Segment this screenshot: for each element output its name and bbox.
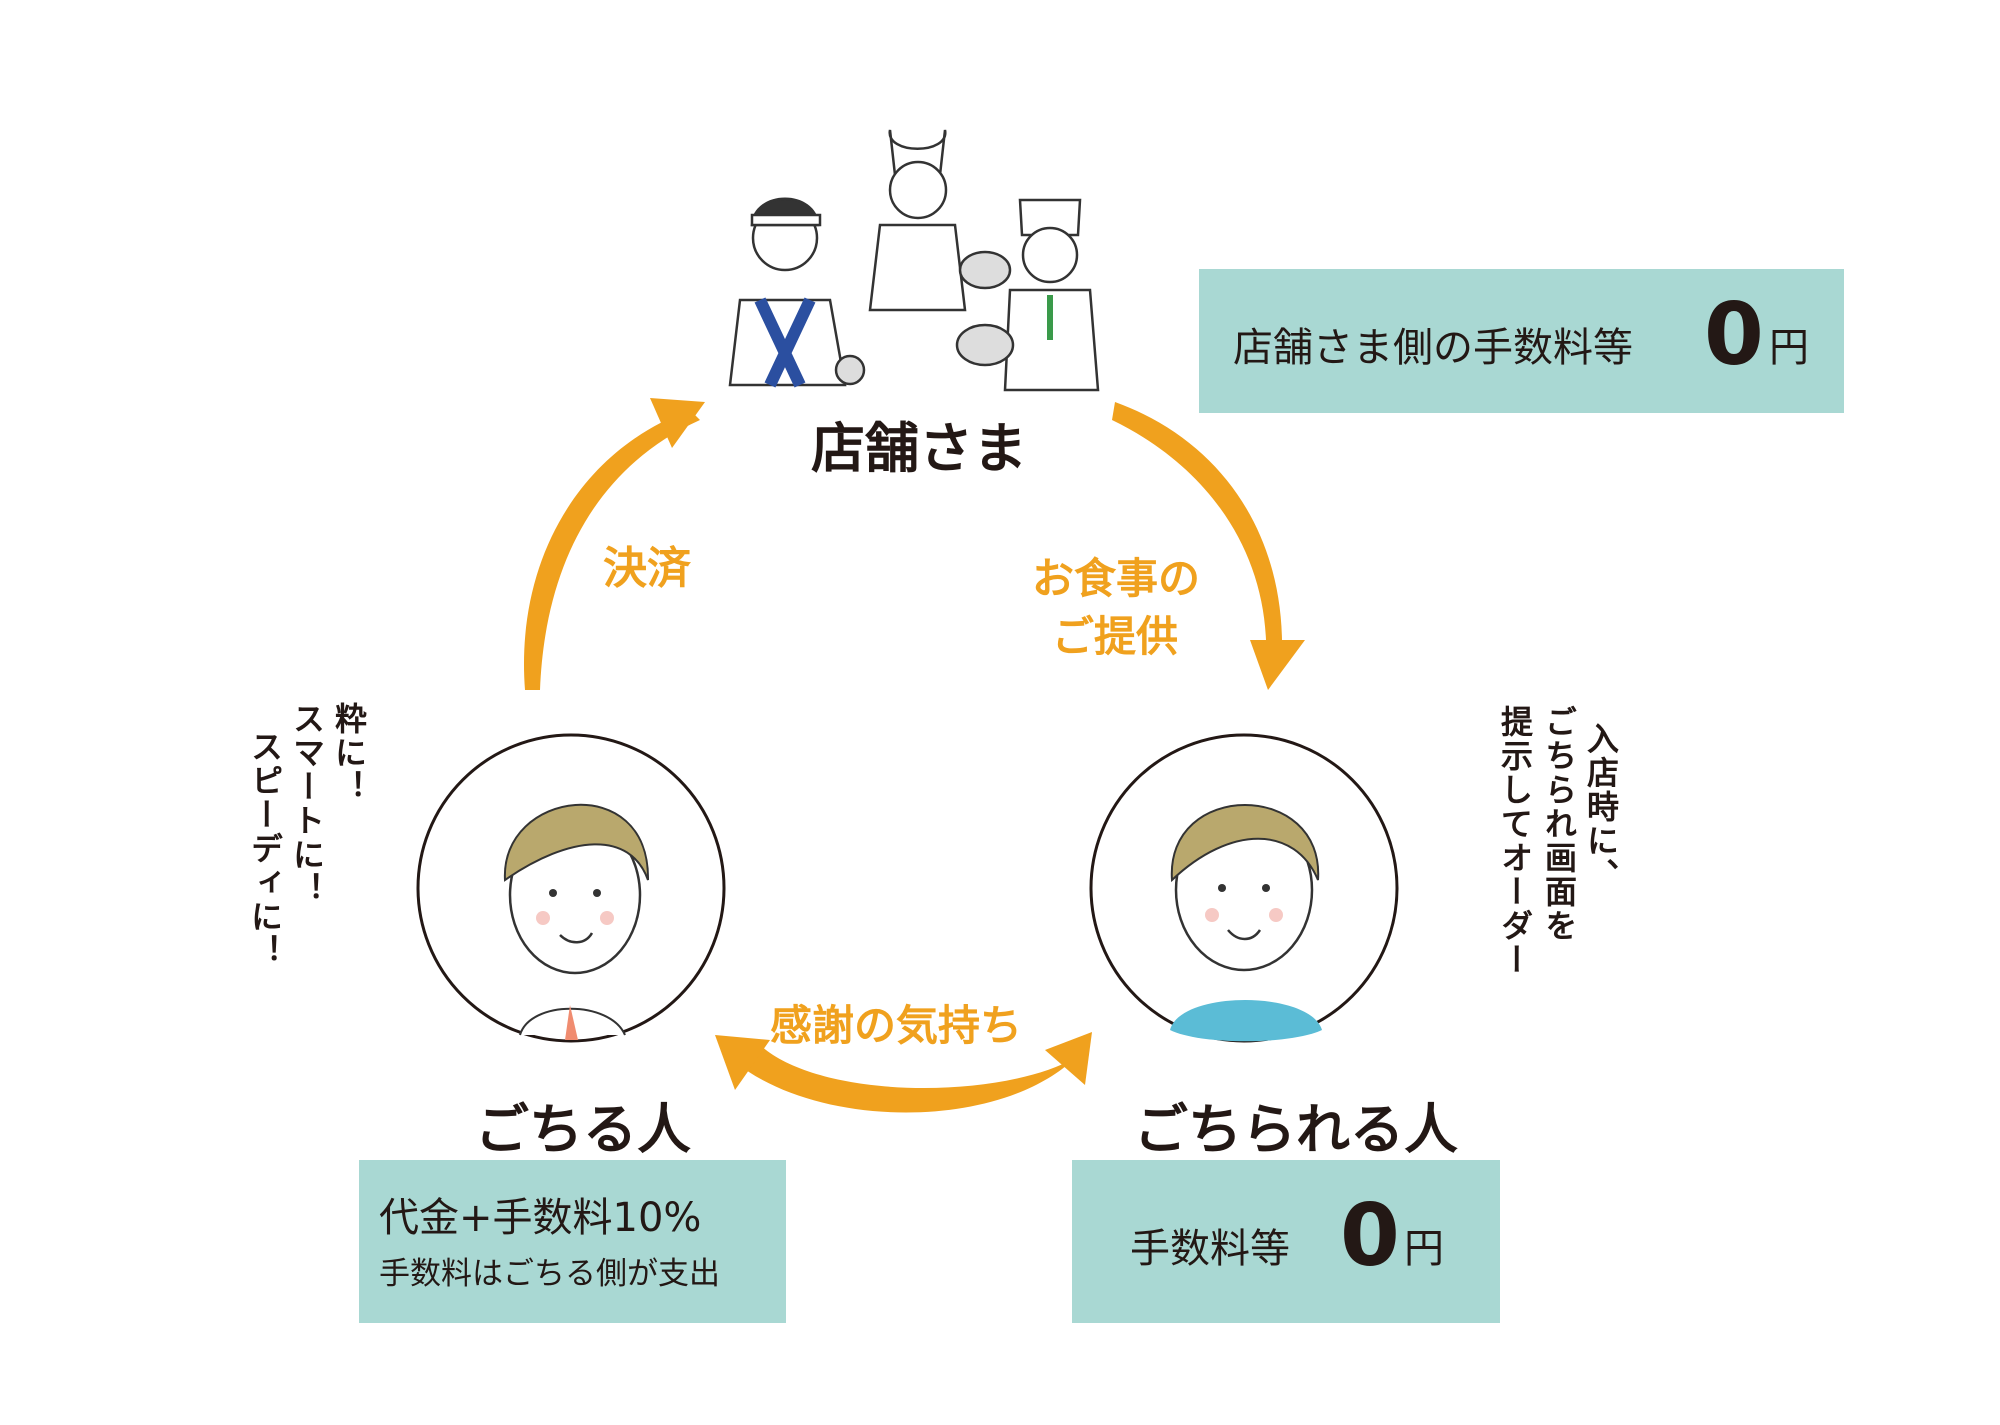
payer-note-line1: 粋に！ (330, 702, 368, 804)
payer-fee-box: 代金+手数料10% 手数料はごちる側が支出 (359, 1160, 786, 1323)
payer-avatar (416, 733, 726, 1043)
thanks-flow-label: 感謝の気持ち (770, 1001, 1023, 1050)
receiver-note-line2: ごちられ画面を (1540, 705, 1578, 943)
arrow-thanks (715, 1032, 1092, 1113)
receiver-fee-text: 手数料等 (1130, 1226, 1290, 1272)
receiver-fee-unit: 円 (1404, 1226, 1444, 1272)
payment-flow-label: 決済 (603, 543, 691, 594)
payer-label: ごちる人 (475, 1098, 691, 1161)
receiver-label: ごちられる人 (1134, 1098, 1458, 1161)
store-fee-unit: 円 (1769, 325, 1809, 371)
receiver-avatar (1089, 733, 1399, 1043)
store-fee-box: 店舗さま側の手数料等 0 円 (1199, 269, 1844, 413)
store-fee-text: 店舗さま側の手数料等 (1233, 325, 1633, 371)
arrow-meal (1112, 402, 1305, 690)
store-label: 店舗さま (811, 417, 1027, 480)
receiver-note-line1: 入店時に、 (1582, 722, 1620, 892)
meal-flow-label-line2: ご提供 (1052, 612, 1179, 661)
payer-note-line3: スピーディに！ (246, 730, 284, 968)
receiver-note-line3: 提示してオーダー (1496, 705, 1534, 977)
chefs-illustration (728, 129, 1100, 392)
payer-note-line2: スマートに！ (288, 702, 326, 906)
meal-flow-label-line1: お食事の (1032, 554, 1201, 603)
payer-fee-line1: 代金+手数料10% (379, 1195, 702, 1241)
receiver-fee-amount: 0 (1340, 1186, 1400, 1286)
store-fee-amount: 0 (1704, 285, 1764, 385)
arrow-payment (523, 398, 705, 690)
receiver-fee-box: 手数料等 0 円 (1072, 1160, 1500, 1323)
payer-fee-line2: 手数料はごちる側が支出 (379, 1256, 720, 1292)
